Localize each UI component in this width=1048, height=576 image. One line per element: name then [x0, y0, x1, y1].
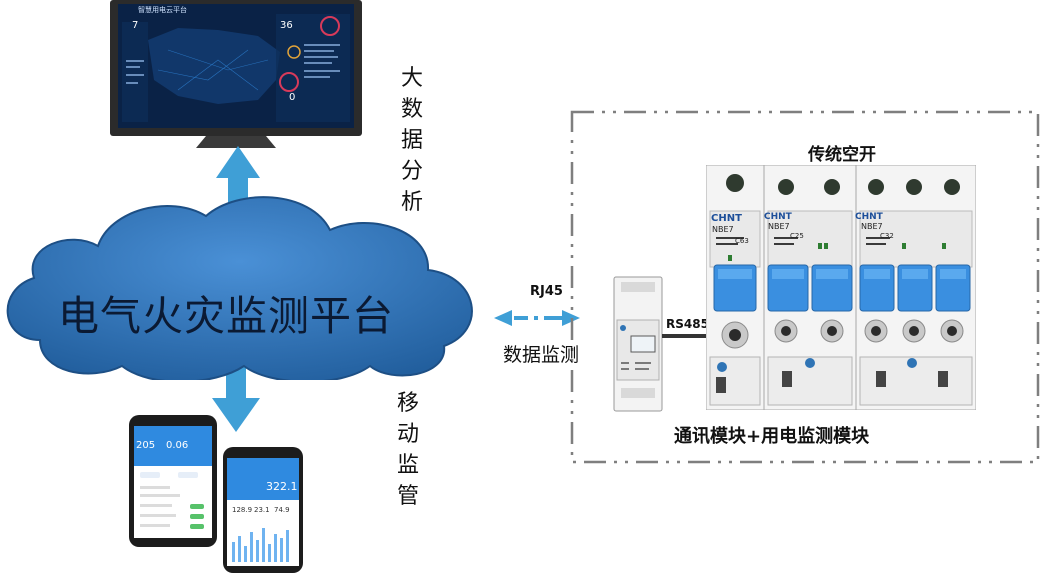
breaker-model: NBE7	[861, 222, 883, 231]
platform-title: 电气火灾监测平台	[58, 292, 394, 340]
phone-1-value-2: 0.06	[166, 440, 189, 451]
breaker-model: NBE7	[768, 222, 790, 231]
rs485-cable	[662, 334, 708, 338]
mobile-char: 监	[396, 453, 419, 478]
monitor-stat-3: 0	[289, 92, 296, 103]
arrow-up-icon	[216, 146, 260, 232]
breaker-model: NBE7	[712, 225, 734, 234]
phone-2-stat: 23.1	[254, 506, 270, 514]
mobile-char: 动	[396, 422, 419, 447]
phone-1	[129, 415, 217, 547]
phone-1-value-1: 205	[136, 440, 156, 451]
mobile-char: 移	[396, 391, 419, 416]
breaker-group-title: 传统空开	[808, 145, 876, 165]
big-data-char: 大	[400, 66, 423, 91]
mobile-char: 管	[396, 484, 419, 509]
monitor-stat-2: 36	[280, 20, 293, 31]
cloud-shape	[6, 196, 473, 380]
breaker-brand: CHNT	[711, 213, 742, 224]
monitor-screen-title: 智慧用电云平台	[138, 6, 187, 14]
rs485-label: RS485	[666, 317, 709, 331]
big-data-char: 数	[400, 97, 423, 122]
breaker-brand: CHNT	[855, 212, 883, 222]
breaker-rating: C32	[880, 232, 894, 240]
rj45-label: RJ45	[530, 284, 563, 299]
data-monitor-label: 数据监测	[503, 344, 580, 366]
big-data-char: 分	[400, 159, 423, 184]
breaker-rating: C63	[735, 237, 749, 245]
arrow-down-icon	[212, 356, 260, 432]
monitor-display	[110, 0, 362, 148]
big-data-char: 析	[400, 190, 423, 215]
big-data-char: 据	[400, 128, 423, 153]
monitor-stat-1: 7	[132, 20, 139, 31]
breaker-brand: CHNT	[764, 212, 792, 222]
phone-2-stat: 74.9	[274, 506, 290, 514]
bidirectional-arrow-icon	[494, 310, 580, 326]
breaker-row	[706, 165, 976, 410]
phone-2	[223, 447, 303, 573]
module-caption: 通讯模块+用电监测模块	[674, 426, 870, 447]
monitoring-module	[613, 276, 663, 412]
phone-2-stat: 128.9	[232, 506, 253, 514]
breaker-group-frame	[570, 110, 1040, 464]
breaker-rating: C25	[790, 232, 804, 240]
phone-2-big-value: 322.1	[266, 480, 298, 493]
